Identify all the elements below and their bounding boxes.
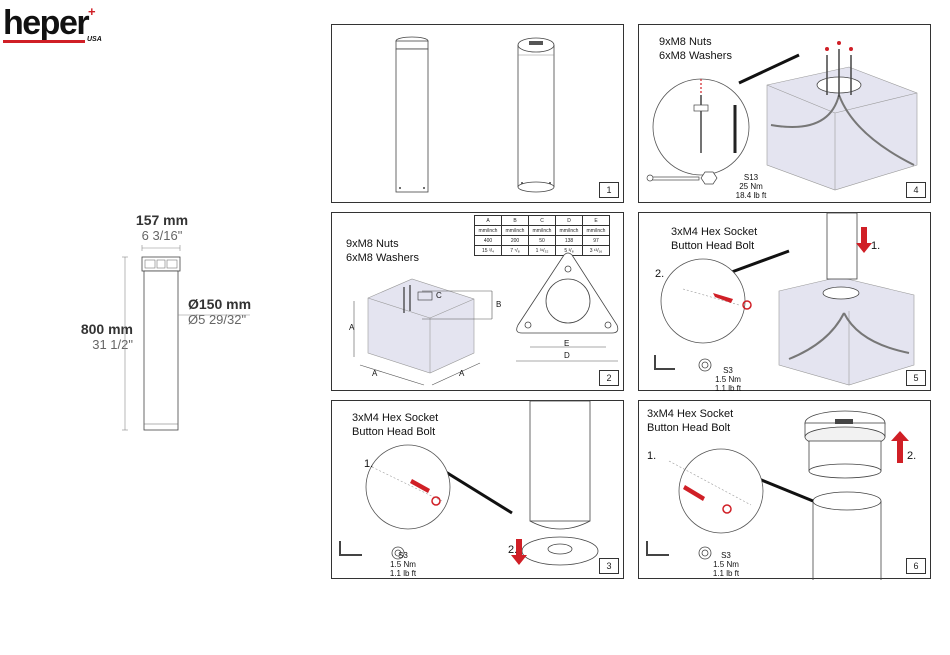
torque-spec: S3 1.5 Nm 1.1 lb ft [701,551,751,578]
step-panel-3: 3xM4 Hex Socket Button Head Bolt 1. 2. S… [331,400,624,579]
width-dimension: 157 mm 6 3/16" [134,212,190,243]
torque-lbft: 1.1 lb ft [714,384,742,393]
height-dimension: 800 mm 31 1/2" [73,321,133,352]
title-line-1: 3xM4 Hex Socket [647,408,734,420]
step-panel-4: 9xM8 Nuts 6xM8 Washers S13 25 Nm 18.4 lb… [638,24,931,203]
label-d: D [564,351,570,360]
step-number: 6 [906,558,926,574]
label-a-right: A [459,369,465,378]
torque-nm: 1.5 Nm [390,560,416,569]
brand-logo: heper + USA [3,4,108,46]
torque-spec: S3 1.5 Nm 1.1 lb ft [378,551,428,578]
width-mm: 157 mm [135,212,189,228]
lamp-head-install-illustration [646,410,909,580]
anchor-bolt-illustration [646,41,918,191]
title-line-1: 9xM8 Nuts [346,238,399,250]
tool-size: S3 [723,366,733,375]
torque-nm: 1.5 Nm [713,560,739,569]
bollard-mount-illustration [654,212,915,386]
step-2-label: 2. [508,544,518,556]
step-1-label: 1. [871,240,881,252]
brand-name: heper [3,4,90,42]
torque-lbft: 1.1 lb ft [712,569,740,578]
torque-spec: S3 1.5 Nm 1.1 lb ft [703,366,753,393]
step-title: 3xM4 Hex Socket Button Head Bolt [671,225,757,253]
table-cell: 3 ¹³/₁₆ [582,245,610,256]
torque-spec: S13 25 Nm 18.4 lb ft [721,173,781,200]
step-panel-1: 1 [331,24,624,203]
diameter-mm: Ø150 mm [188,296,252,312]
step-panel-5: 3xM4 Hex Socket Button Head Bolt 1. 2. S… [638,212,931,393]
torque-nm: 1.5 Nm [715,375,741,384]
width-in: 6 3/16" [141,228,183,243]
torque-nm: 25 Nm [739,182,763,191]
step-1-label: 1. [647,450,657,462]
tool-size: S3 [398,551,408,560]
label-c: C [436,291,442,300]
torque-lbft: 18.4 lb ft [735,191,767,200]
tool-size: S3 [721,551,731,560]
step-1-label: 1. [364,458,374,470]
height-in: 31 1/2" [92,337,133,352]
title-line-2: 6xM8 Washers [346,252,419,264]
bollard-overview-illustration [395,36,555,193]
step-number: 1 [599,182,619,198]
label-a-left: A [372,369,378,378]
step-panel-6: 3xM4 Hex Socket Button Head Bolt 1. 2. S… [638,400,931,580]
step-title: 9xM8 Nuts 6xM8 Washers [346,237,419,265]
step-title: 3xM4 Hex Socket Button Head Bolt [647,407,733,435]
diameter-dimension: Ø150 mm Ø5 29/32" [188,296,251,327]
label-e: E [564,339,570,348]
step-2-label: 2. [655,268,665,280]
step-number: 2 [599,370,619,386]
title-line-2: Button Head Bolt [647,422,731,434]
step-number: 5 [906,370,926,386]
label-b: B [496,300,502,309]
base-attach-illustration [339,400,599,566]
step-title: 9xM8 Nuts 6xM8 Washers [659,35,732,63]
height-mm: 800 mm [80,321,133,337]
title-line-2: Button Head Bolt [671,240,755,252]
torque-lbft: 1.1 lb ft [389,569,417,578]
label-a-vertical: A [349,323,355,332]
dimension-table: A B C D E mm/inch mm/inch mm/inch mm/inc… [474,215,610,256]
foundation-plan-illustration [353,252,619,386]
product-dimension-drawing [122,245,250,431]
brand-suffix: USA [87,36,102,43]
title-line-1: 3xM4 Hex Socket [671,226,758,238]
step-number: 4 [906,182,926,198]
step-title: 3xM4 Hex Socket Button Head Bolt [352,411,438,439]
title-line-2: Button Head Bolt [352,426,436,438]
logo-underline [3,40,85,43]
diameter-in: Ø5 29/32" [188,312,247,327]
tool-size: S13 [743,173,759,182]
step-panel-2: 9xM8 Nuts 6xM8 Washers A B C D E mm/inch… [331,212,624,391]
step-number: 3 [599,558,619,574]
title-line-1: 3xM4 Hex Socket [352,412,439,424]
title-line-2: 6xM8 Washers [659,50,732,62]
step-2-label: 2. [907,450,917,462]
plus-icon: + [88,4,96,19]
title-line-1: 9xM8 Nuts [659,36,712,48]
